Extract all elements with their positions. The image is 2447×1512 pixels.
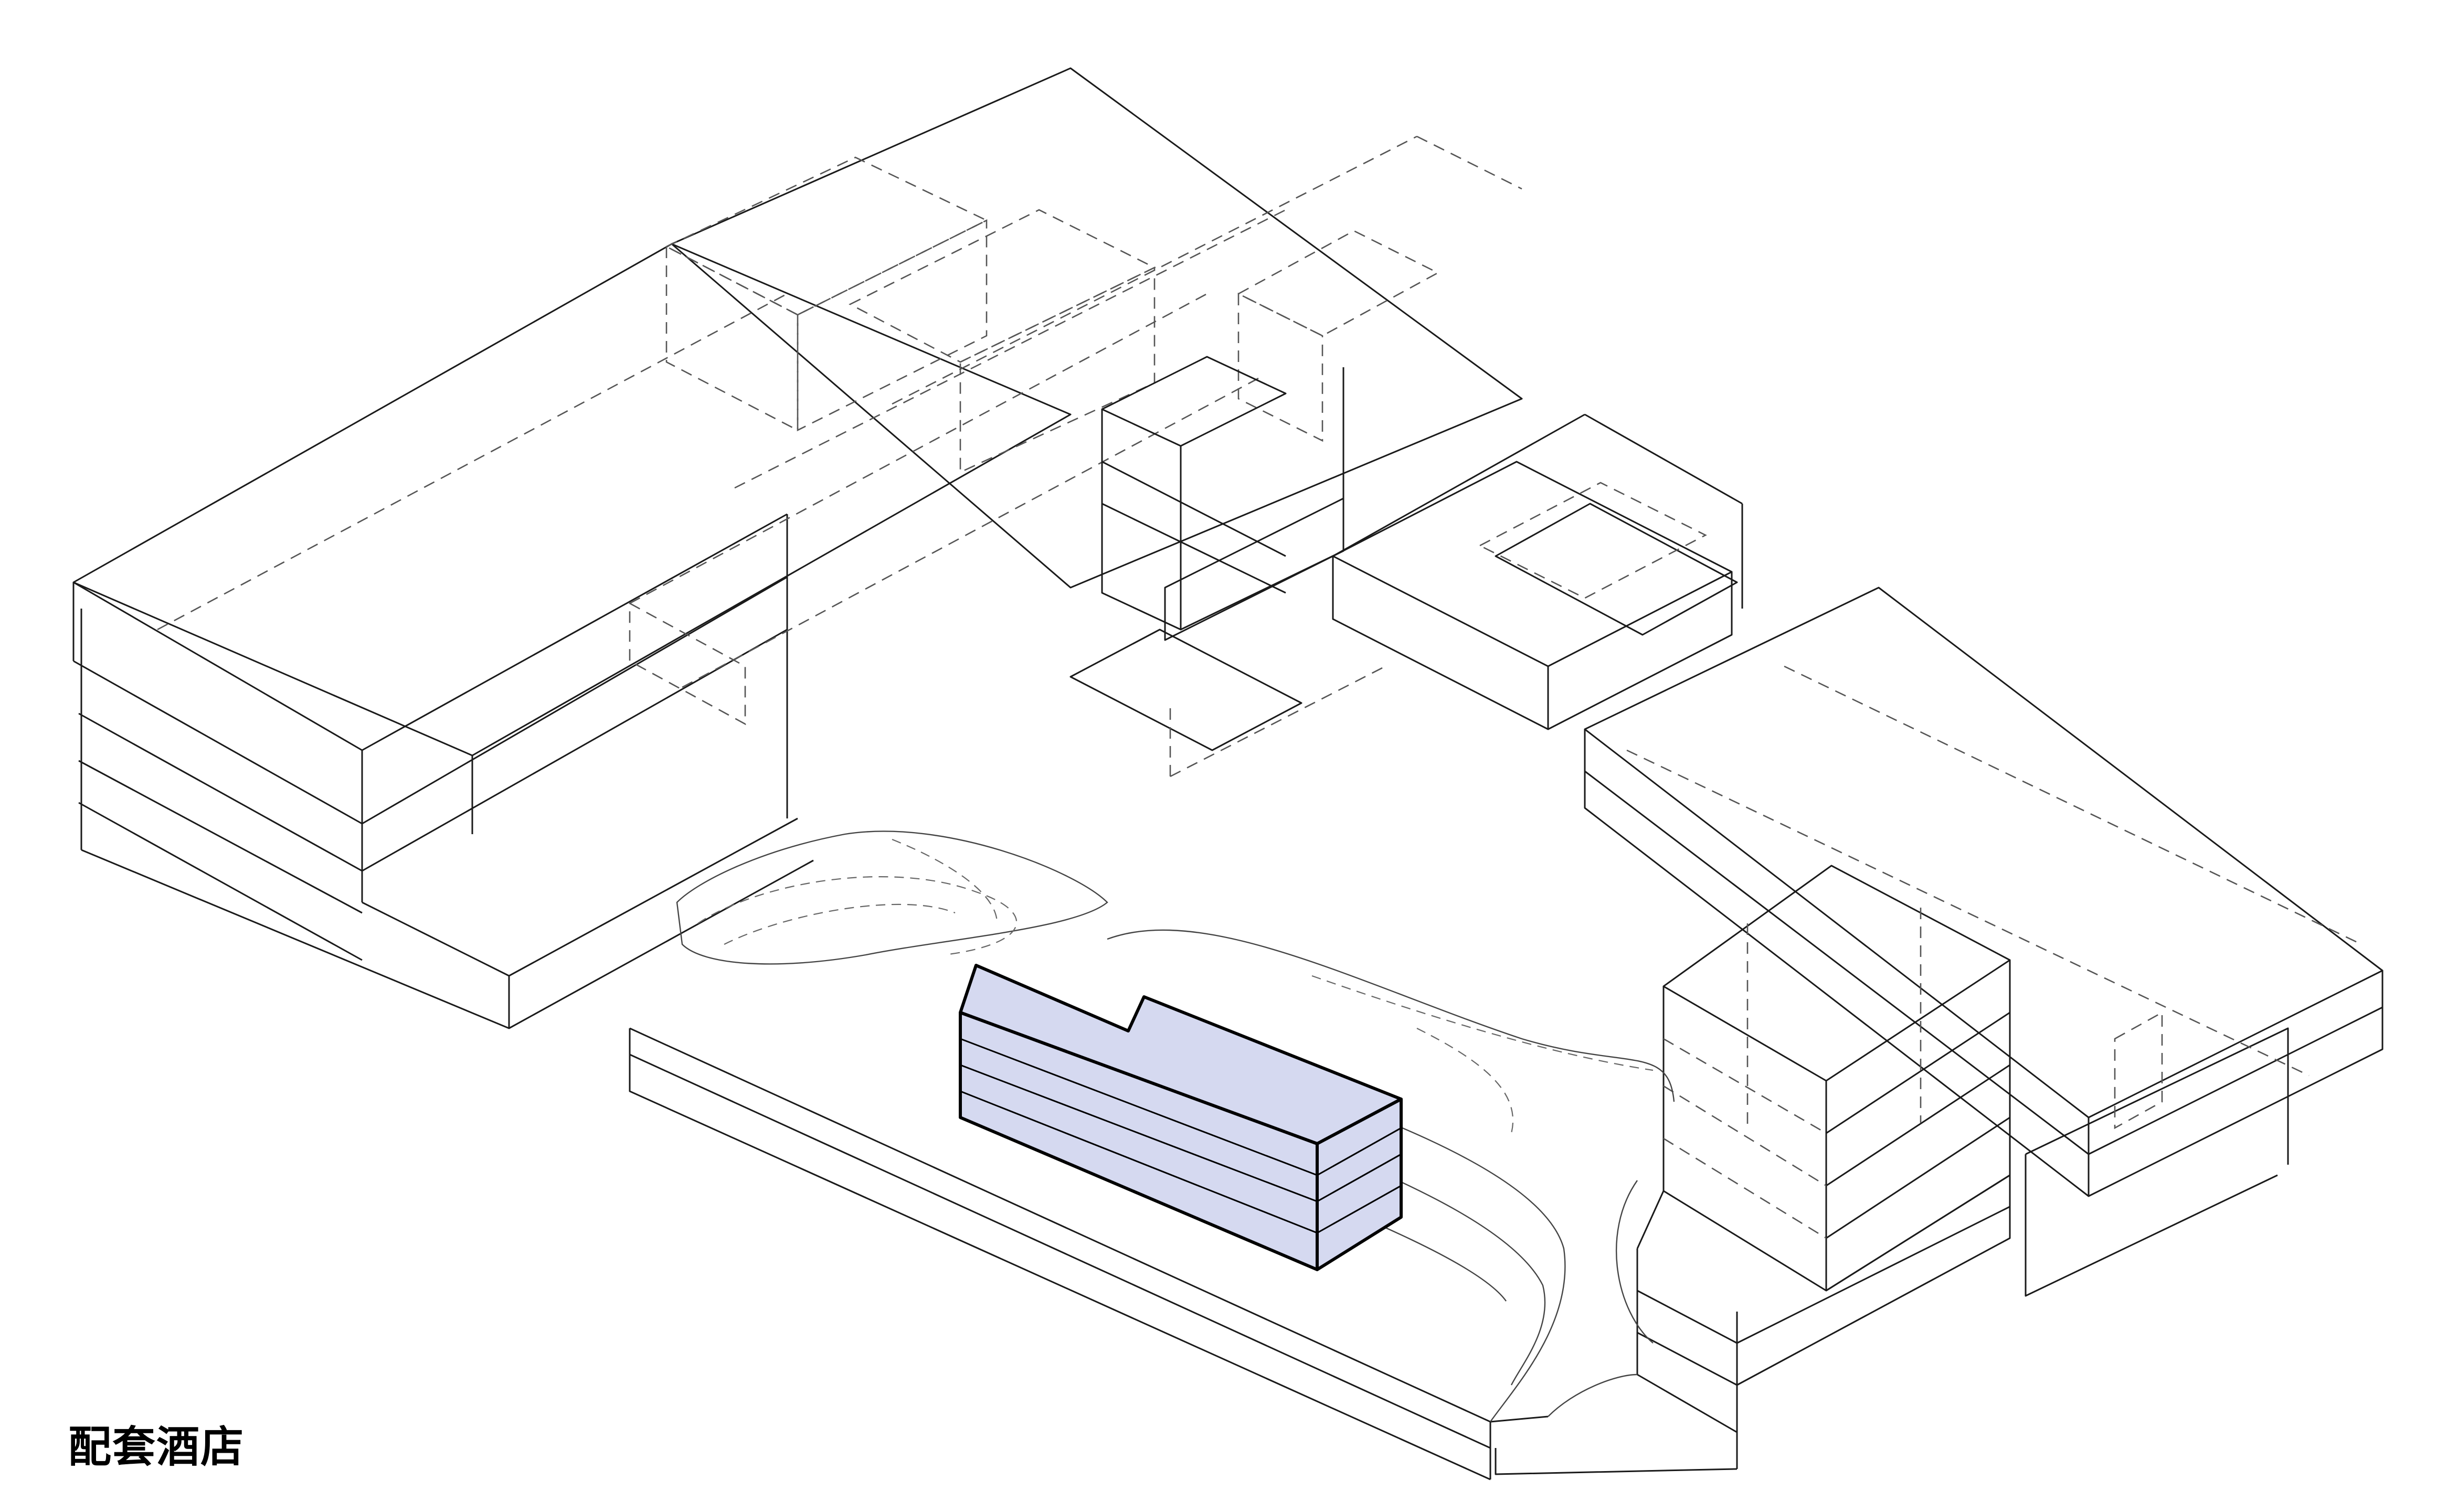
middle-stepped-blocks	[1069, 356, 1743, 778]
bottom-podium	[629, 830, 1675, 1481]
hotel-block	[959, 964, 1403, 1271]
upper-middle-blocks	[157, 135, 1522, 726]
diagram-caption: 配套酒店	[68, 1422, 245, 1472]
right-tower	[1495, 865, 2011, 1475]
right-wing-block	[1584, 587, 2384, 1297]
left-wing-block	[72, 67, 1523, 1029]
